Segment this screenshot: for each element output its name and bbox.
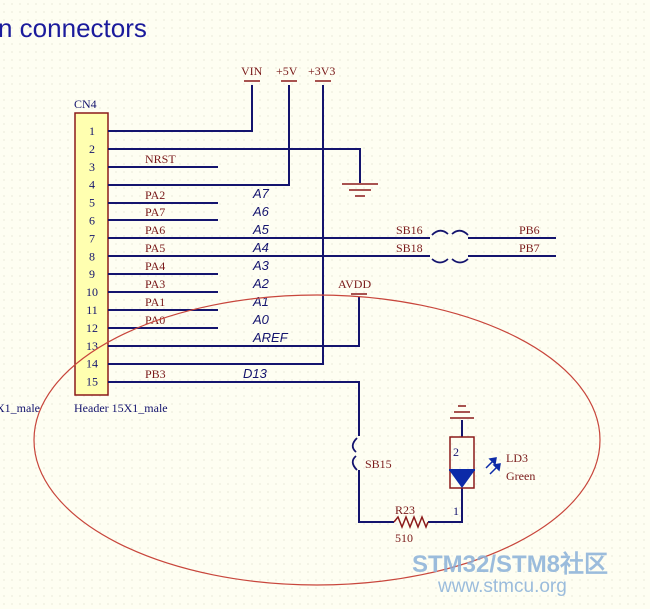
led-pin-1: 1 — [453, 504, 459, 518]
net-label-pa5: PA5 — [145, 241, 165, 255]
led-icon — [449, 470, 475, 488]
sb18-label: SB18 — [396, 241, 423, 255]
connector-pin-number: 10 — [86, 285, 98, 299]
solder-bridge-sb18 — [431, 258, 469, 264]
wire-r23-led — [428, 488, 463, 523]
connector-pin-number: 13 — [86, 339, 98, 353]
wires — [108, 85, 556, 523]
arduino-label-a4: A4 — [252, 240, 269, 255]
left-connector-footer: X1_male — [0, 401, 40, 415]
net-label-pb3: PB3 — [145, 367, 166, 381]
arduino-label-aref: AREF — [252, 330, 289, 345]
wire-sb15-r23 — [358, 470, 394, 523]
connector-pin-number: 7 — [89, 231, 95, 245]
sb16-label: SB16 — [396, 223, 423, 237]
watermark-url: www.stmcu.org — [437, 576, 567, 597]
connector-pin-number: 15 — [86, 375, 98, 389]
connector-pin-number: 1 — [89, 124, 95, 138]
r23-label: R23 — [395, 503, 415, 517]
connector-pin-number: 9 — [89, 267, 95, 281]
net-label-pa1: PA1 — [145, 295, 165, 309]
net-label-pb7: PB7 — [519, 241, 540, 255]
connector-pin-number: 2 — [89, 142, 95, 156]
page-title: n connectors — [0, 13, 147, 43]
arduino-label-a5: A5 — [252, 222, 270, 237]
net-label-pa7: PA7 — [145, 205, 165, 219]
net-label-pa4: PA4 — [145, 259, 165, 273]
wire-avdd — [108, 297, 360, 347]
power-bars — [244, 80, 367, 295]
ground-icon — [450, 405, 474, 419]
arduino-label-a7: A7 — [252, 186, 270, 201]
power-port-vin: VIN — [241, 64, 263, 78]
led-pin-2: 2 — [453, 445, 459, 459]
sb15-label: SB15 — [365, 457, 392, 471]
light-emission-icon — [485, 457, 501, 475]
wire-5v — [108, 85, 290, 186]
resistor-r23 — [393, 514, 429, 530]
watermark-brand: STM32/STM8社区 — [412, 550, 608, 578]
connector-pin-number: 3 — [89, 160, 95, 174]
power-port-3v3: +3V3 — [308, 64, 335, 78]
connector-pin-number: 5 — [89, 196, 95, 210]
net-label-nrst: NRST — [145, 152, 176, 166]
ld3-color: Green — [506, 469, 535, 483]
connector-pin-number: 4 — [89, 178, 95, 192]
net-label-pa0: PA0 — [145, 313, 165, 327]
net-label-pb6: PB6 — [519, 223, 540, 237]
arduino-label-a0: A0 — [252, 312, 270, 327]
arduino-label-a3: A3 — [252, 258, 270, 273]
ld3-label: LD3 — [506, 451, 528, 465]
ground-icon — [342, 183, 378, 197]
arduino-label-d13: D13 — [243, 366, 268, 381]
power-port-5v: +5V — [276, 64, 298, 78]
connector-body — [74, 112, 109, 396]
power-port-avdd: AVDD — [338, 277, 371, 291]
wire-vin — [108, 85, 253, 132]
wire-3v3 — [108, 85, 324, 365]
net-label-pa6: PA6 — [145, 223, 165, 237]
connector-designator: CN4 — [74, 97, 97, 111]
solder-bridge-sb15 — [351, 437, 358, 471]
arduino-label-a2: A2 — [252, 276, 270, 291]
connector-pin-number: 14 — [86, 357, 98, 371]
r23-value: 510 — [395, 531, 413, 545]
wire-pb3 — [108, 381, 360, 436]
highlight-ellipse — [33, 294, 601, 586]
connector-footer: Header 15X1_male — [74, 401, 168, 415]
solder-bridge-sb16 — [431, 229, 469, 236]
arduino-label-a6: A6 — [252, 204, 270, 219]
connector-pin-number: 12 — [86, 321, 98, 335]
arduino-label-a1: A1 — [252, 294, 269, 309]
connector-pin-number: 6 — [89, 214, 95, 228]
connector-pin-number: 8 — [89, 249, 95, 263]
wire-pin2-gnd — [108, 148, 361, 183]
net-label-pa2: PA2 — [145, 188, 165, 202]
net-label-pa3: PA3 — [145, 277, 165, 291]
connector-pin-number: 11 — [86, 303, 98, 317]
